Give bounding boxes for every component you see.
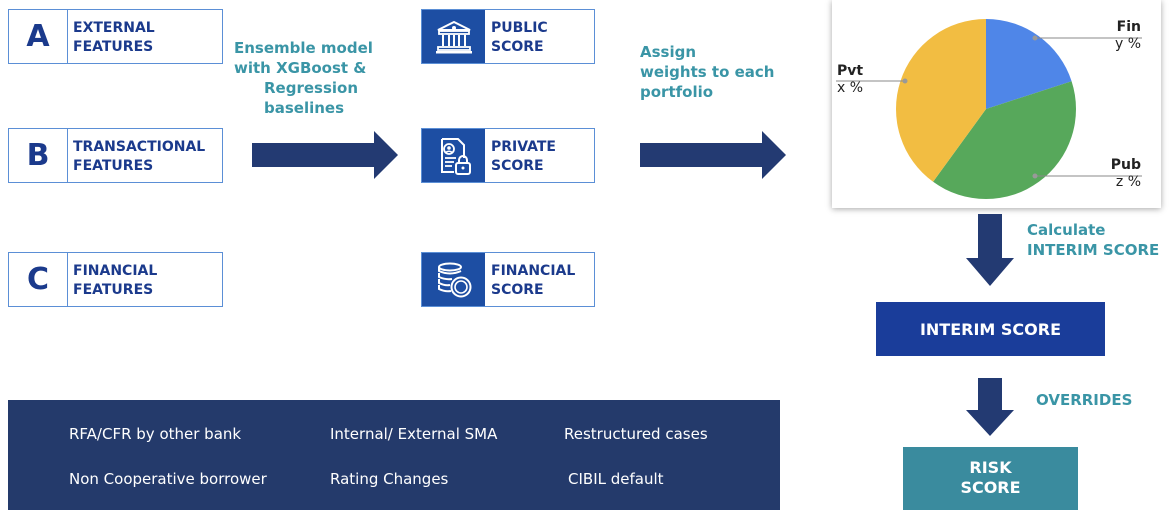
pie-slice-fin [986,19,1072,109]
score-label: SCORE [491,282,544,298]
transactional-features-box: B TRANSACTIONAL FEATURES [8,128,223,183]
portfolio-pie-chart [836,18,1142,199]
slice-pct: y % [1114,36,1141,52]
overrides-label: OVERRIDES [1036,391,1133,409]
slice-pct: x % [837,80,864,96]
leader-dot [1032,173,1038,179]
model-text-line: Regression [264,79,359,97]
document-lock-icon [440,137,471,175]
score-label: FINANCIAL [491,263,576,279]
score-label: SCORE [491,158,544,174]
assign-text-line: weights to each [640,63,775,81]
arrow-right-icon [640,131,786,179]
public-score-box: PUBLIC SCORE [421,9,595,64]
slice-name: Pub [1110,157,1141,173]
portfolio-weights-pie-card: Fin y % Pvt x % Pub z % [832,0,1161,208]
assign-text-line: Assign [640,43,697,61]
feature-label: EXTERNAL [73,20,155,36]
assign-text-line: portfolio [640,83,714,101]
coins-icon [437,262,471,297]
model-text-line: Ensemble model [234,39,373,57]
financial-features-box: C FINANCIAL FEATURES [8,252,223,307]
slice-name: Pvt [837,63,864,79]
model-text-line: with XGBoost & [234,59,367,77]
interim-score-box: INTERIM SCORE [876,302,1105,356]
risk-score-box: RISK SCORE [903,447,1078,510]
overrides-panel: RFA/CFR by other bank Internal/ External… [8,400,780,510]
pie-slice-pub [933,81,1076,199]
leader-dot [902,78,908,84]
feature-label: TRANSACTIONAL [73,139,206,155]
feature-letter: B [9,129,68,182]
slice-pct: z % [1115,174,1141,190]
model-description: Ensemble model with XGBoost & Regression… [234,38,373,118]
override-item: RFA/CFR by other bank [69,425,242,443]
private-score-box: PRIVATE SCORE [421,128,595,183]
score-label: PRIVATE [491,139,556,155]
risk-label-line: SCORE [960,478,1021,497]
pie-slice-pvt [896,18,986,182]
risk-label-line: RISK [969,458,1012,477]
override-item: Non Cooperative borrower [69,470,267,488]
score-label: SCORE [491,39,544,55]
feature-letter: C [9,253,68,306]
pub-label: Pub z % [1111,157,1141,191]
feature-label: FEATURES [73,282,154,298]
override-item: Rating Changes [330,470,449,488]
leader-dot [1032,35,1038,41]
override-item: Restructured cases [564,425,708,443]
calculate-interim-text: Calculate INTERIM SCORE [1027,220,1159,260]
model-text-line: baselines [264,99,345,117]
calc-text-line: Calculate [1027,221,1106,239]
building-icon [435,20,472,53]
financial-score-box: FINANCIAL SCORE [421,252,595,307]
slice-name: Fin [1116,19,1141,35]
arrow-right-icon [252,131,398,179]
override-item: Internal/ External SMA [330,425,498,443]
calc-text-line: INTERIM SCORE [1027,241,1160,259]
fin-label: Fin y % [1115,19,1141,53]
feature-letter: A [9,10,68,63]
feature-label: FEATURES [73,158,154,174]
arrow-down-icon [966,214,1014,286]
override-item: CIBIL default [568,470,664,488]
arrow-down-icon [966,378,1014,436]
external-features-box: A EXTERNAL FEATURES [8,9,223,64]
assign-weights-text: Assign weights to each portfolio [640,42,774,102]
feature-label: FINANCIAL [73,263,158,279]
score-label: PUBLIC [491,20,548,36]
pvt-label: Pvt x % [837,63,863,97]
feature-label: FEATURES [73,39,154,55]
